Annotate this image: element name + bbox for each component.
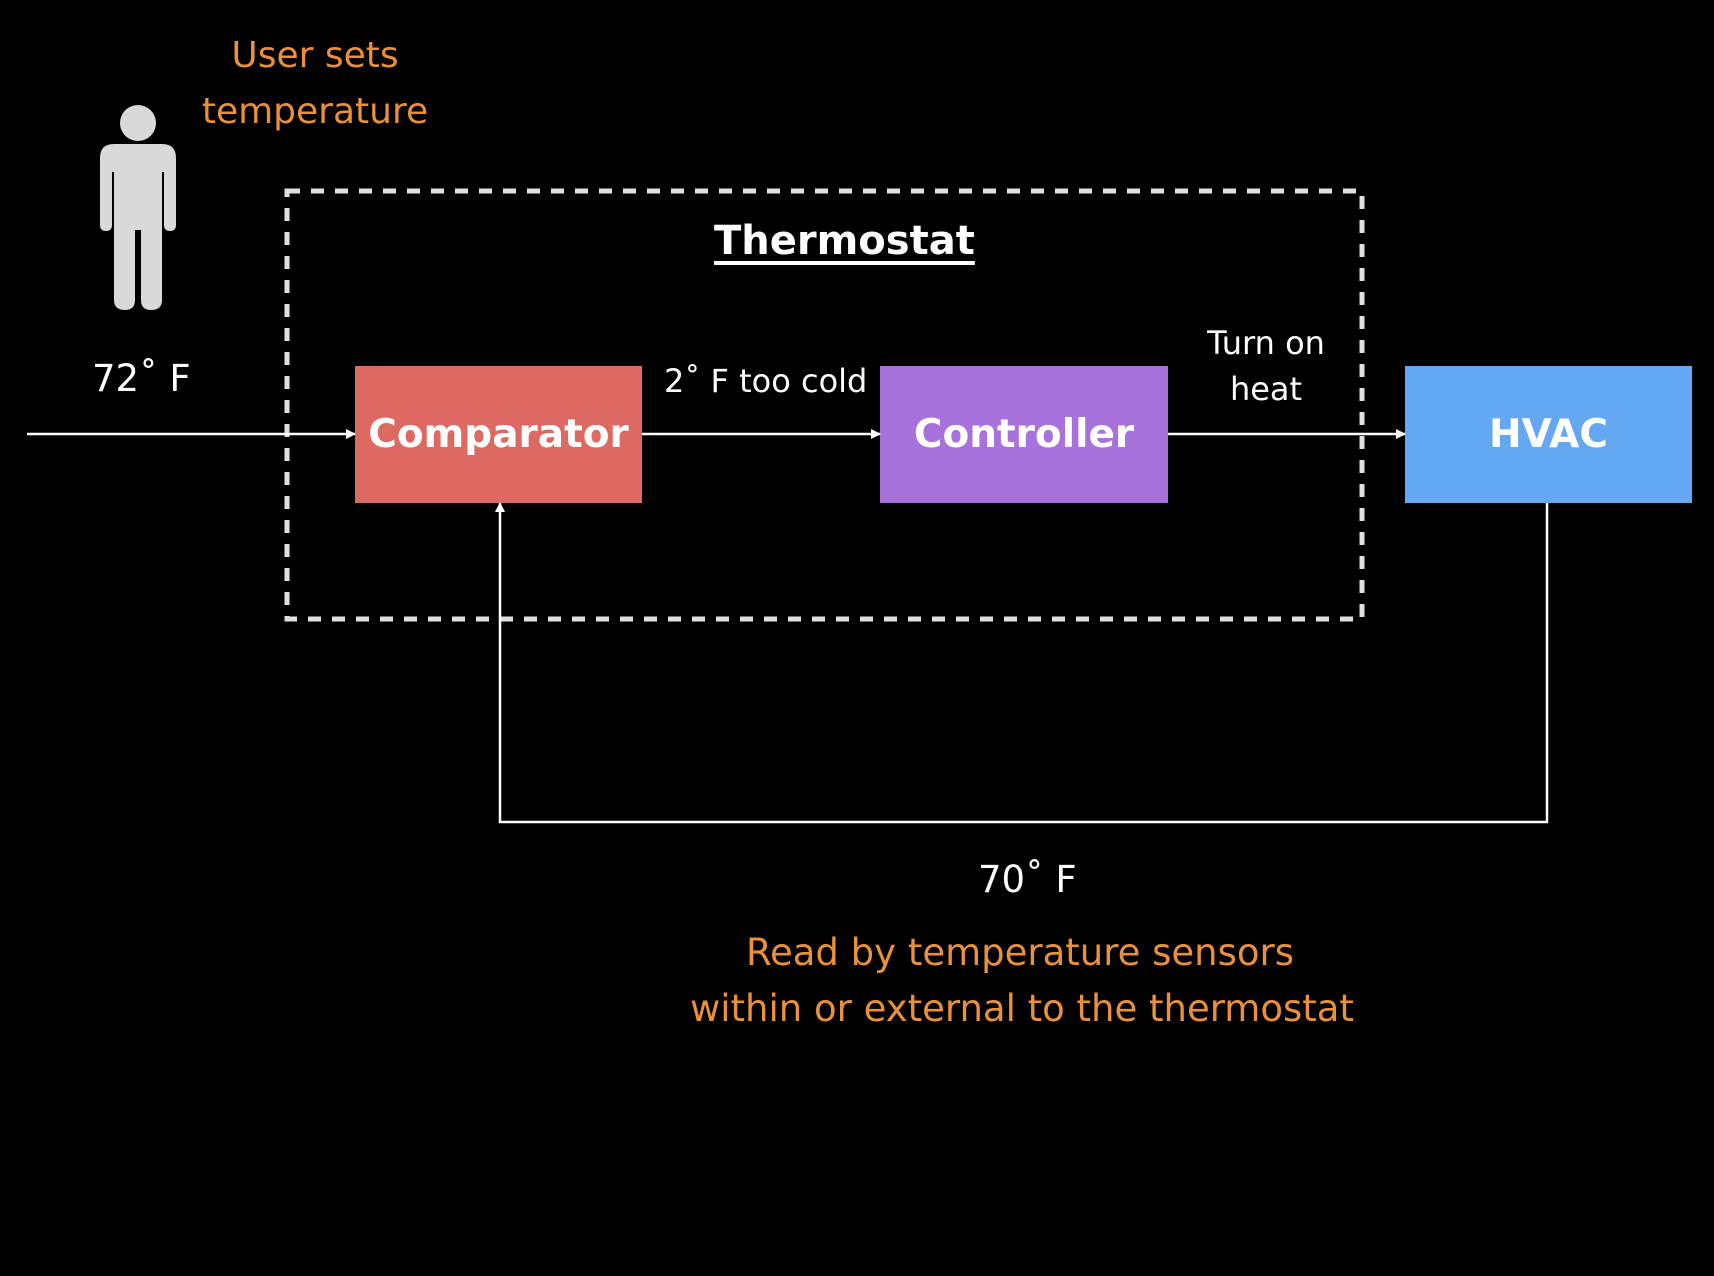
comparator-label: Comparator (368, 412, 629, 457)
setpoint-label: 72˚ F (92, 357, 191, 400)
user-note-line: User sets (231, 35, 399, 76)
hvac-block: HVAC (1405, 366, 1692, 503)
controller-label: Controller (913, 412, 1135, 457)
thermostat-boundary (284, 188, 1365, 622)
comparator-block-bg (355, 366, 642, 503)
hvac-label: HVAC (1489, 412, 1608, 457)
sensor-note-line: within or external to the thermostat (690, 987, 1354, 1030)
action-label: Turn on heat (1192, 320, 1340, 412)
sensor-note-line: Read by temperature sensors (745, 931, 1295, 974)
person-icon (100, 105, 176, 310)
comparator-block: Comparator (355, 366, 642, 503)
controller-block: Controller (880, 366, 1168, 503)
sensor-note: Read by temperature sensors within or ex… (690, 925, 1354, 1037)
measured-temperature-label: 70˚ F (978, 858, 1077, 901)
controller-block-bg (880, 366, 1168, 503)
action-label-line: Turn on (1207, 324, 1325, 362)
user-note-line: temperature (201, 91, 429, 132)
user-note: User sets temperature (190, 28, 440, 140)
hvac-block-bg (1405, 366, 1692, 503)
thermostat-title: Thermostat (714, 218, 975, 264)
error-label: 2˚ F too cold (664, 362, 868, 400)
action-label-line: heat (1229, 370, 1303, 408)
feedback-arrow (495, 502, 1549, 824)
